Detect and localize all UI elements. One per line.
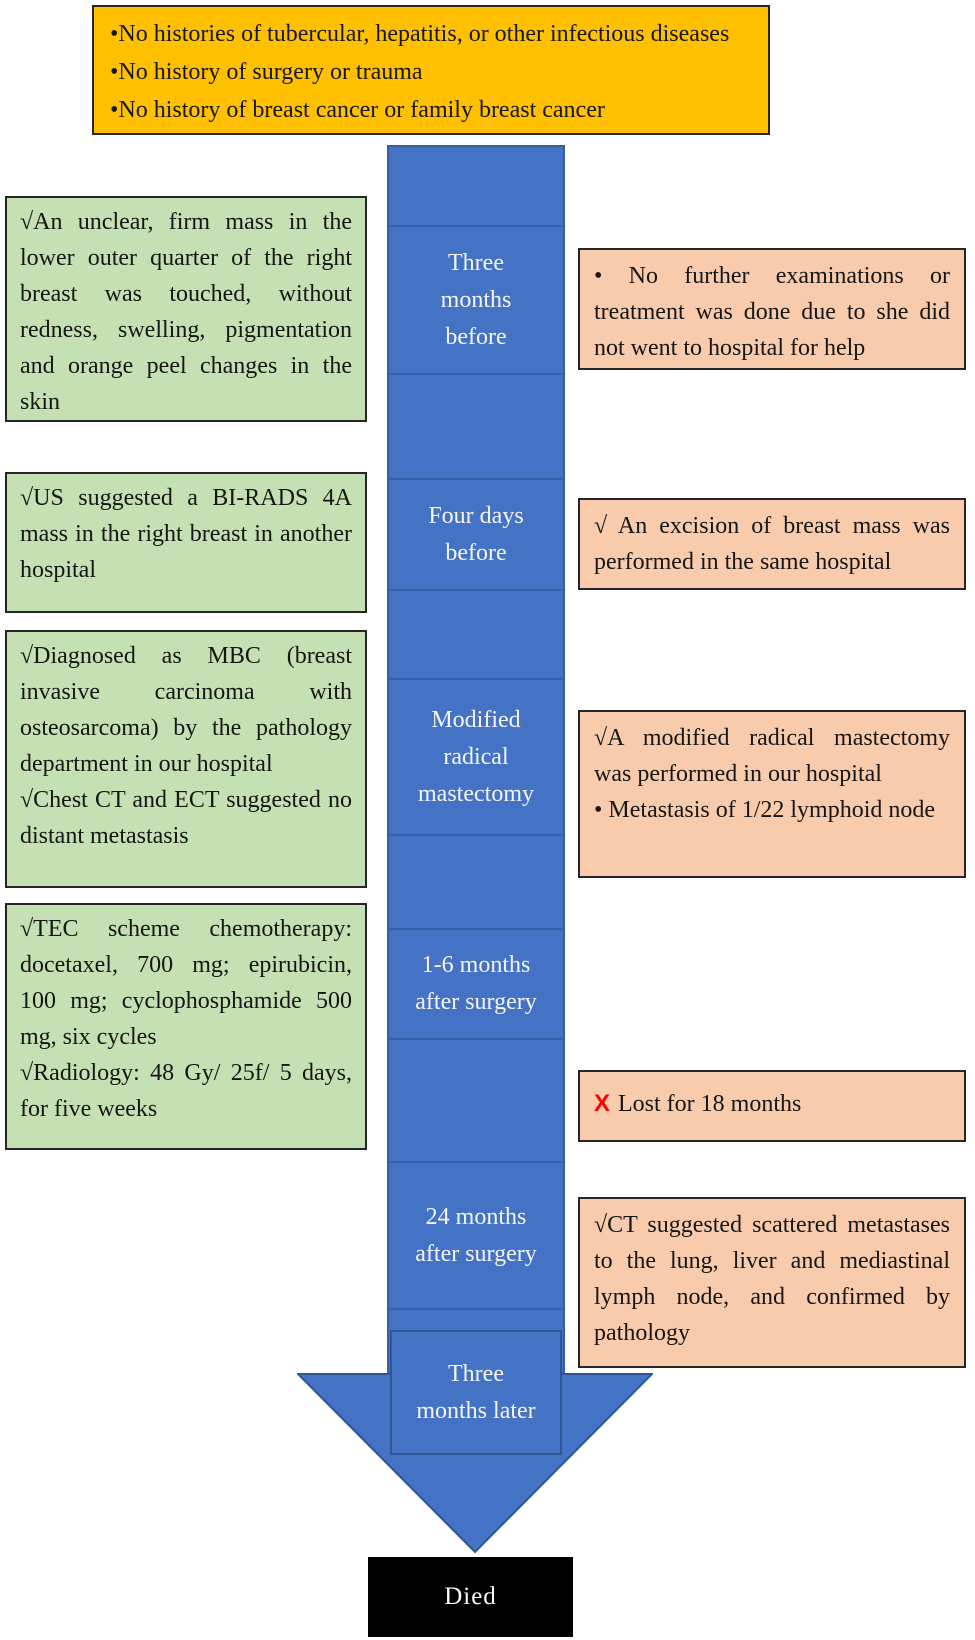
history-item: •No history of breast cancer or family b… xyxy=(110,97,605,123)
event-box-ct-metastases: √CT suggested scattered metastases to th… xyxy=(578,1197,966,1368)
finding-box-chemotherapy: √TEC scheme chemotherapy: docetaxel, 700… xyxy=(5,903,367,1150)
timeline-segment-blank xyxy=(387,589,565,680)
died-box: Died xyxy=(368,1557,573,1637)
history-item: •No history of surgery or trauma xyxy=(110,59,423,85)
timeline-segment-blank xyxy=(387,834,565,930)
finding-text: √Radiology: 48 Gy/ 25f/ 5 days, for five… xyxy=(20,1060,352,1122)
finding-text: √Diagnosed as MBC (breast invasive carci… xyxy=(20,643,352,777)
timeline-segment-blank xyxy=(387,373,565,480)
timeline-segment-blank xyxy=(387,145,565,227)
event-text: • Metastasis of 1/22 lymphoid node xyxy=(594,797,936,823)
timeline-arrow-shaft: Three months before Four days before Mod… xyxy=(387,145,565,1385)
timeline-segment-three-months-before: Three months before xyxy=(387,225,565,375)
event-box-excision: √ An excision of breast mass was perform… xyxy=(578,498,966,590)
event-text: • No further examinations or treatment w… xyxy=(594,263,950,361)
timeline-segment-three-months-later: Three months later xyxy=(390,1330,562,1455)
finding-box-us-birads: √US suggested a BI-RADS 4A mass in the r… xyxy=(5,472,367,613)
timeline-segment-four-days-before: Four days before xyxy=(387,478,565,591)
event-text: √A modified radical mastectomy was perfo… xyxy=(594,725,950,787)
finding-text: √US suggested a BI-RADS 4A mass in the r… xyxy=(20,485,352,583)
event-box-no-further-examinations: • No further examinations or treatment w… xyxy=(578,248,966,370)
finding-text: √An unclear, firm mass in the lower oute… xyxy=(20,209,352,415)
finding-box-mbc-diagnosis: √Diagnosed as MBC (breast invasive carci… xyxy=(5,630,367,888)
finding-box-breast-mass: √An unclear, firm mass in the lower oute… xyxy=(5,196,367,422)
timeline-segment-modified-radical-mastectomy: Modified radical mastectomy xyxy=(387,678,565,836)
event-text: √CT suggested scattered metastases to th… xyxy=(594,1212,950,1346)
died-label: Died xyxy=(444,1583,497,1610)
timeline-segment-24-months-after-surgery: 24 months after surgery xyxy=(387,1161,565,1310)
x-mark-icon: X xyxy=(594,1090,611,1117)
timeline-segment-1-6-months-after-surgery: 1-6 months after surgery xyxy=(387,928,565,1040)
history-item: •No histories of tubercular, hepatitis, … xyxy=(110,21,730,47)
event-box-mastectomy: √A modified radical mastectomy was perfo… xyxy=(578,710,966,878)
timeline-segment-blank xyxy=(387,1038,565,1163)
event-text: √ An excision of breast mass was perform… xyxy=(594,513,950,575)
patient-history-box: •No histories of tubercular, hepatitis, … xyxy=(92,5,770,135)
finding-text: √TEC scheme chemotherapy: docetaxel, 700… xyxy=(20,916,352,1050)
finding-text: √Chest CT and ECT suggested no distant m… xyxy=(20,787,352,849)
